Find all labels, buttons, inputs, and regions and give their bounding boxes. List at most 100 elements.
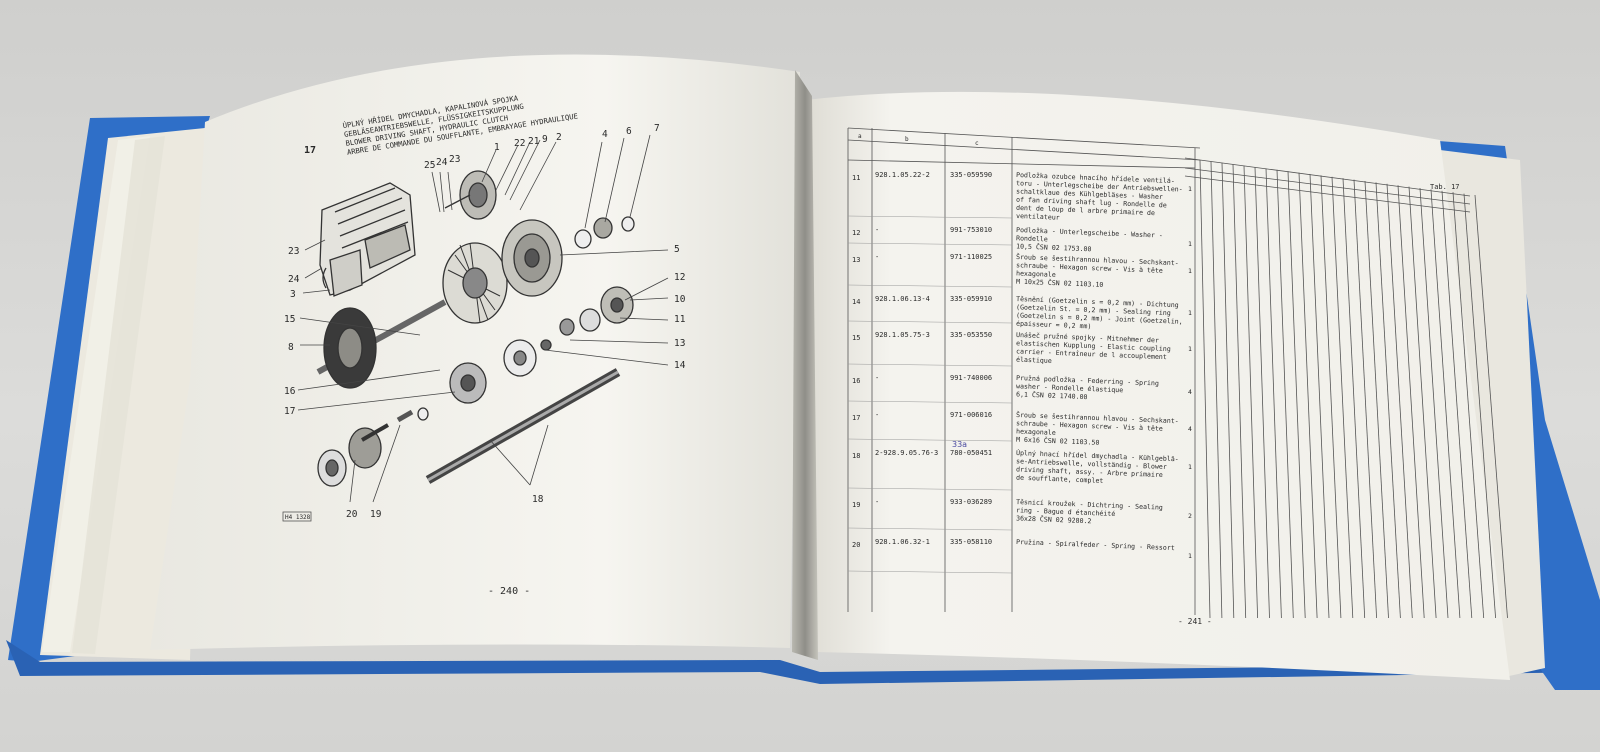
grid-column-line: [1309, 173, 1330, 619]
row-position: 15: [852, 334, 860, 342]
row-quantity: 4: [1188, 425, 1192, 433]
callout-8: 8: [288, 342, 294, 353]
col-mark-a: a: [858, 133, 862, 140]
row-drawing-code: 928.1.05.22-2: [875, 171, 930, 179]
grid-column-line: [1210, 161, 1223, 619]
row-separator: [847, 320, 1013, 324]
grid-column-line: [1276, 169, 1294, 619]
grid-column-line: [1419, 187, 1449, 619]
row-drawing-code: -: [875, 411, 879, 419]
grid-column-line: [1287, 171, 1306, 619]
row-drawing-code: 928.1.06.32-1: [875, 538, 930, 546]
row-drawing-code: 928.1.05.75-3: [875, 331, 930, 339]
grid-column-line: [1353, 179, 1377, 619]
row-part-number: 971-110025: [950, 253, 992, 261]
row-quantity: 1: [1188, 463, 1192, 471]
row-quantity: 2: [1188, 512, 1192, 520]
grid-column-line: [1320, 175, 1342, 619]
row-handwritten-note: 33a: [952, 440, 967, 449]
row-position: 12: [852, 229, 860, 237]
callout-23-top: 23: [449, 154, 460, 165]
left-page-stack: [40, 128, 205, 660]
callout-12: 12: [674, 272, 685, 283]
grid-column-line: [1386, 183, 1413, 619]
row-description-line: de soufflante, complet: [1016, 474, 1104, 485]
callout-6: 6: [626, 126, 632, 137]
row-description-line: 6,1 ČSN 02 1740.00: [1016, 389, 1088, 401]
row-quantity: 1: [1188, 267, 1192, 275]
left-page-number: - 240 -: [488, 586, 530, 597]
row-description-line: hexagonale: [1016, 427, 1056, 437]
grid-column-line: [1243, 165, 1258, 619]
grid-column-line: [1430, 189, 1461, 619]
book-spine: [792, 70, 818, 660]
callout-16: 16: [284, 386, 296, 397]
row-quantity: 4: [1188, 388, 1192, 396]
parts-table-grid: [847, 127, 1508, 619]
row-separator: [847, 215, 1013, 219]
engine-block-drawing: [319, 182, 416, 297]
row-separator: [847, 527, 1013, 531]
row-position: 17: [852, 414, 860, 422]
row-position: 18: [852, 452, 860, 460]
row-quantity: 1: [1188, 185, 1192, 193]
grid-column-line: [1375, 182, 1401, 619]
callout-24-top: 24: [436, 157, 448, 168]
row-part-number: 335-059590: [950, 171, 992, 179]
row-part-number: 991-753010: [950, 226, 992, 234]
right-page: [806, 91, 1510, 681]
callout-17: 17: [284, 406, 295, 417]
grid-column-line: [1397, 185, 1425, 619]
row-separator: [847, 570, 1013, 574]
grid-column-line: [1254, 166, 1270, 619]
row-drawing-code: 928.1.06.13-4: [875, 295, 930, 303]
col-mark-b: b: [905, 136, 909, 143]
row-separator: [847, 400, 1013, 404]
callout-23-left: 23: [288, 246, 299, 257]
row-description-line: hexagonale: [1016, 269, 1056, 279]
row-quantity: 1: [1188, 309, 1192, 317]
grid-column-line: [1441, 190, 1473, 619]
row-description-line: 36x28 ČSN 02 9280.2: [1016, 513, 1092, 525]
row-position: 11: [852, 174, 860, 182]
callout-11: 11: [674, 314, 686, 325]
row-drawing-code: -: [875, 226, 879, 234]
row-part-number: 335-059910: [950, 295, 992, 303]
grid-column-line: [1364, 180, 1389, 619]
table-ref: Tab. 17: [1430, 183, 1460, 191]
callout-5: 5: [674, 244, 680, 255]
row-description-line: M 10x25 ČSN 02 1103.10: [1016, 277, 1104, 289]
callout-21: 21: [528, 136, 540, 147]
row-part-number: 780-050451: [950, 449, 992, 457]
row-part-number: 335-058110: [950, 538, 992, 546]
callout-24-left: 24: [288, 274, 300, 285]
row-position: 16: [852, 377, 860, 385]
row-separator: [847, 284, 1013, 288]
row-separator: [847, 242, 1013, 246]
callout-25: 25: [424, 160, 435, 171]
row-description-line: M 6x16 ČSN 02 1103.50: [1016, 435, 1100, 447]
grid-column-line: [1265, 168, 1282, 619]
row-separator: [847, 487, 1013, 491]
callout-10: 10: [674, 294, 686, 305]
grid-column-line: [1331, 176, 1354, 619]
callout-20: 20: [346, 509, 358, 520]
row-position: 19: [852, 501, 860, 509]
grid-column-line: [1408, 186, 1437, 619]
row-separator: [847, 438, 1013, 442]
callout-2: 2: [556, 132, 562, 143]
callout-13: 13: [674, 338, 685, 349]
row-part-number: 971-006016: [950, 411, 992, 419]
grid-column-line: [1199, 159, 1211, 619]
callout-15: 15: [284, 314, 295, 325]
row-description-line: ring - Bague d étanchéité: [1016, 506, 1116, 518]
row-description-line: Rondelle: [1016, 234, 1048, 243]
grid-column-line: [1474, 194, 1508, 619]
row-drawing-code: -: [875, 374, 879, 382]
grid-column-line: [1342, 178, 1366, 619]
row-drawing-code: -: [875, 498, 879, 506]
callout-4: 4: [602, 129, 608, 140]
row-position: 14: [852, 298, 860, 306]
callout-7: 7: [654, 123, 660, 134]
